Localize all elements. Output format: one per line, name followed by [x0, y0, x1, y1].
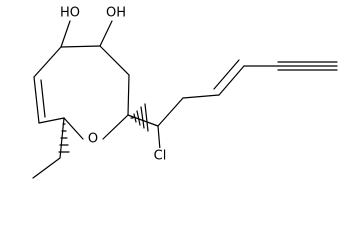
ring-bond-c3-c4 — [99, 45, 130, 76]
label-backdrop-oh — [107, 4, 124, 20]
ring-bond-o-c6 — [63, 117, 84, 140]
bond-c5-cchl — [127, 114, 159, 127]
label-backdrop-o — [86, 131, 99, 147]
ring-bond-c6-c7 — [38, 117, 65, 124]
ring-double-bond-inner — [40, 79, 46, 118]
ring-bond-c5-o — [102, 114, 129, 140]
bond-c2-oh — [60, 20, 71, 48]
ring-bond-c2-c3 — [60, 45, 101, 48]
bond-ethyl-methyl — [32, 157, 61, 179]
ring-oxygen-label: O — [88, 132, 98, 147]
bond-cchl-ch2 — [157, 97, 184, 127]
bond-c3-oh — [99, 20, 113, 47]
ring-bond-c4-c5 — [127, 74, 130, 116]
ring-double-bond-outer — [33, 76, 40, 124]
molecule-structure: HO OH O Cl — [32, 4, 338, 179]
hydroxyl-label-left: HO — [60, 6, 80, 21]
bond-ch2-alkene — [182, 94, 220, 99]
bond-cchl-cl — [157, 125, 161, 151]
label-backdrop-ho — [62, 4, 79, 20]
chlorine-label: Cl — [154, 149, 167, 164]
stereo-hash-wedge-c5 — [130, 103, 149, 132]
label-backdrop-cl — [151, 148, 169, 164]
chain-double-bond-parallel — [213, 59, 240, 90]
ring-bond-c1-c2 — [33, 46, 62, 78]
hydroxyl-label-right: OH — [106, 6, 126, 21]
chain-double-bond-main — [218, 65, 245, 96]
stereo-hash-wedge-c6 — [58, 123, 70, 153]
